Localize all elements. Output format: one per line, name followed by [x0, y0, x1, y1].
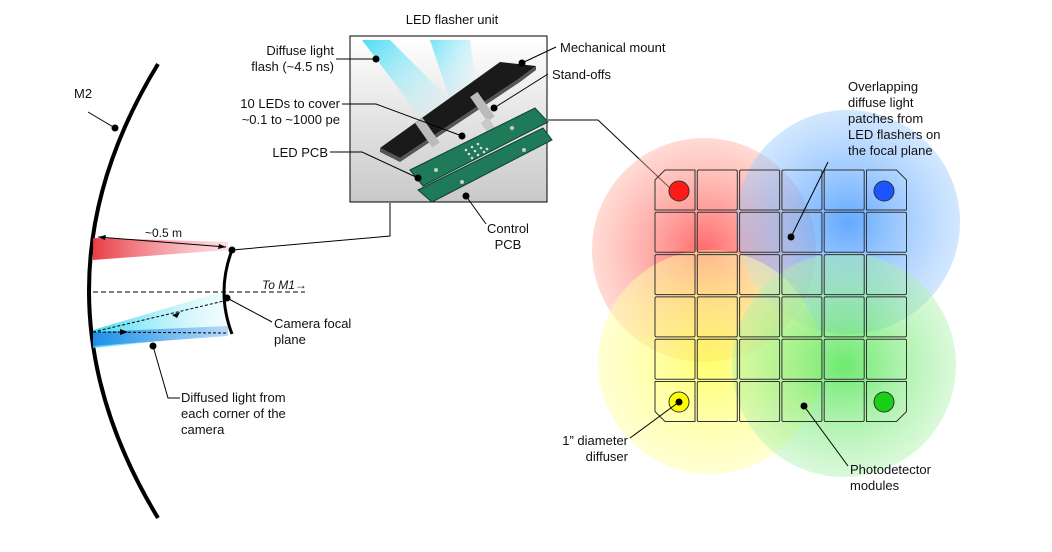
- photodetector-label: Photodetector modules: [850, 462, 931, 494]
- m2-mirror: [87, 62, 160, 520]
- photodetector-module: [866, 211, 907, 253]
- red-beam: [93, 238, 228, 260]
- overlapping-line-2: diffuse light: [848, 95, 914, 110]
- photodetector-module: [654, 296, 696, 338]
- photodetector-module: [781, 211, 823, 253]
- green-diffuser: [873, 391, 895, 413]
- leds-cover-line-1: 10 LEDs to cover: [240, 96, 340, 111]
- blue-diffuser: [873, 180, 895, 202]
- photodetector-module: [823, 381, 865, 422]
- camera-focal-plane-label: Camera focal plane: [274, 316, 351, 348]
- photodetector-module: [823, 211, 865, 253]
- diffuser-line-1: 1” diameter: [562, 433, 628, 448]
- overlapping-line-4: LED flashers on: [848, 127, 941, 142]
- photodetector-module: [696, 169, 738, 211]
- photodetector-module: [739, 254, 781, 296]
- photodetector-module: [739, 211, 781, 253]
- photodetector-module: [866, 254, 907, 296]
- diffuse-flash-label: Diffuse light flash (~4.5 ns): [226, 43, 334, 75]
- overlapping-label: Overlapping diffuse light patches from L…: [848, 79, 941, 159]
- diffuser-holder-cell: [654, 381, 696, 422]
- photodetector-module: [823, 296, 865, 338]
- photodetector-module: [866, 338, 907, 380]
- photodetector-module: [739, 381, 781, 422]
- photodetector-module: [823, 169, 865, 211]
- control-pcb-line-1: Control: [487, 221, 529, 236]
- photodetector-module: [654, 211, 696, 253]
- stand-offs-label: Stand-offs: [552, 67, 612, 82]
- photodetector-module: [739, 296, 781, 338]
- photodetector-module: [781, 169, 823, 211]
- camera-focal-plane-line-2: plane: [274, 332, 306, 347]
- green-patch: [732, 253, 956, 477]
- photodetector-module: [781, 338, 823, 380]
- photodetector-module: [781, 296, 823, 338]
- control-pcb-board: [417, 127, 553, 203]
- flasher-title: LED flasher unit: [405, 12, 499, 27]
- diffused-light-line-2: each corner of the: [181, 406, 286, 421]
- diffuse-flash-line-1: Diffuse light: [266, 43, 334, 58]
- red-diffuser: [668, 180, 690, 202]
- photodetector-module: [739, 169, 781, 211]
- diffused-light-label: Diffused light from each corner of the c…: [181, 390, 286, 438]
- overlapping-line-3: patches from: [848, 111, 924, 126]
- photodetector-module: [866, 296, 907, 338]
- leds-cover-label: 10 LEDs to cover ~0.1 to ~1000 pe: [214, 96, 340, 128]
- camera-focal-plane-line-1: Camera focal: [274, 316, 352, 331]
- light-patches: [592, 110, 960, 477]
- overlapping-line-5: the focal plane: [848, 143, 933, 158]
- photodetector-module: [823, 338, 865, 380]
- diffuser-label: 1” diameter diffuser: [520, 433, 628, 465]
- photodetector-line-1: Photodetector: [850, 462, 931, 477]
- photodetector-module: [823, 254, 865, 296]
- mechanical-mount-label: Mechanical mount: [560, 40, 666, 55]
- to-m1-label: To M1→: [262, 278, 307, 292]
- diffuser-holder-cell: [866, 169, 907, 211]
- diffuser-holder-cell: [654, 169, 696, 211]
- camera-focal-plane: [222, 249, 234, 335]
- diffuser-line-2: diffuser: [585, 449, 628, 464]
- led-pcb-label: LED PCB: [272, 145, 328, 160]
- leds-cover-line-2: ~0.1 to ~1000 pe: [241, 112, 340, 127]
- overlapping-line-1: Overlapping: [848, 79, 919, 94]
- photodetector-module: [696, 381, 738, 422]
- diffuse-flash-line-2: flash (~4.5 ns): [251, 59, 334, 74]
- control-pcb-line-2: PCB: [494, 237, 522, 252]
- diffuser-holder-cell: [866, 381, 907, 422]
- photodetector-module: [696, 296, 738, 338]
- control-pcb-label: Control PCB: [478, 221, 538, 253]
- blue-beam: [93, 326, 228, 346]
- photodetector-module: [654, 254, 696, 296]
- m2-label: M2: [74, 86, 93, 101]
- photodetector-module: [654, 338, 696, 380]
- photodetector-grid: [654, 169, 907, 422]
- photodetector-module: [696, 338, 738, 380]
- diffused-light-line-3: camera: [181, 422, 225, 437]
- photodetector-module: [739, 338, 781, 380]
- photodetector-module: [781, 381, 823, 422]
- diffused-light-line-1: Diffused light from: [181, 390, 286, 405]
- photodetector-module: [781, 254, 823, 296]
- distance-label: ~0.5 m: [145, 226, 183, 240]
- mechanical-mount-plate: [380, 62, 536, 158]
- photodetector-line-2: modules: [850, 478, 900, 493]
- photodetector-module: [696, 211, 738, 253]
- photodetector-module: [696, 254, 738, 296]
